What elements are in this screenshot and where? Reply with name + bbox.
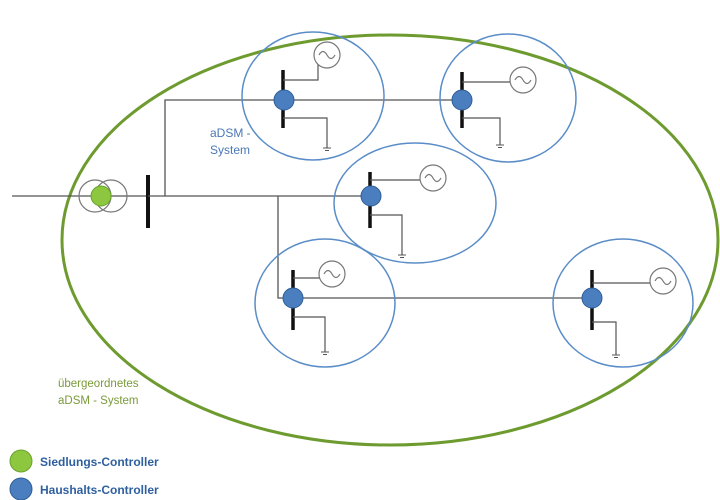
adsm-label-line2: System	[210, 143, 250, 157]
household-unit	[241, 31, 385, 161]
household-adsm-ellipse	[254, 238, 396, 368]
ac-source-icon	[419, 164, 447, 192]
parent-label-line2: aDSM - System	[58, 395, 139, 407]
household-unit	[333, 142, 497, 264]
household-unit	[552, 238, 694, 368]
household-unit	[254, 238, 396, 368]
legend-swatch-green	[9, 449, 33, 473]
household-adsm-ellipse	[333, 142, 497, 264]
ac-source-icon	[649, 267, 677, 295]
household-unit	[439, 33, 577, 163]
household-controller-node	[282, 287, 304, 309]
household-adsm-ellipse	[439, 33, 577, 163]
household-adsm-ellipse	[552, 238, 694, 368]
household-controller-node	[451, 89, 473, 111]
legend-label-household: Haushalts-Controller	[40, 483, 159, 497]
ac-source-icon	[509, 66, 537, 94]
legend-label-settlement: Siedlungs-Controller	[40, 455, 159, 469]
legend: Siedlungs-Controller Haushalts-Controlle…	[9, 449, 159, 500]
settlement-controller-node	[90, 185, 112, 207]
household-controller-node	[273, 89, 295, 111]
ac-source-icon	[318, 260, 346, 288]
household-adsm-ellipse	[241, 31, 385, 161]
legend-swatch-blue	[9, 477, 33, 500]
ground-icon	[323, 147, 331, 151]
adsm-label-line1: aDSM -	[210, 126, 251, 140]
ground-icon	[496, 144, 504, 148]
parent-adsm-ellipse	[60, 33, 720, 447]
ground-icon	[612, 354, 620, 358]
branch-top	[164, 99, 285, 196]
ground-icon	[398, 254, 406, 258]
household-controller-node	[581, 287, 603, 309]
ac-source-icon	[313, 41, 341, 69]
household-controller-node	[360, 185, 382, 207]
ground-icon	[321, 351, 329, 355]
parent-label-line1: übergeordnetes	[58, 378, 139, 390]
